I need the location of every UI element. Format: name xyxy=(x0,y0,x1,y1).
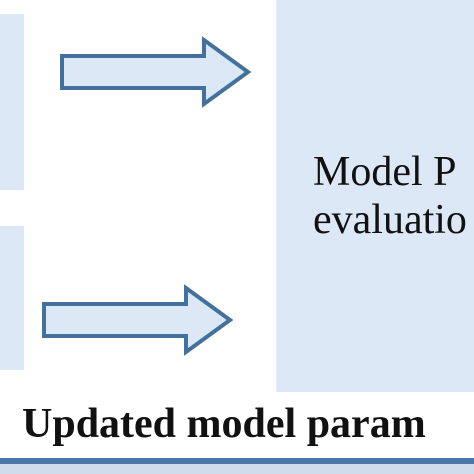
left-box-top xyxy=(0,14,24,190)
bottom-box-edge xyxy=(0,464,474,474)
model-evaluation-line-2: evaluatio xyxy=(313,197,467,243)
model-evaluation-label: Model P evaluatio xyxy=(313,148,467,244)
model-evaluation-box xyxy=(276,0,474,392)
updated-model-parameters-label: Updated model param xyxy=(22,401,426,447)
bottom-divider xyxy=(0,458,474,464)
model-evaluation-line-1: Model P xyxy=(313,149,457,195)
left-box-bottom xyxy=(0,226,24,370)
right-arrow-icon-bottom xyxy=(42,284,234,356)
right-arrow-icon-top xyxy=(60,36,252,108)
